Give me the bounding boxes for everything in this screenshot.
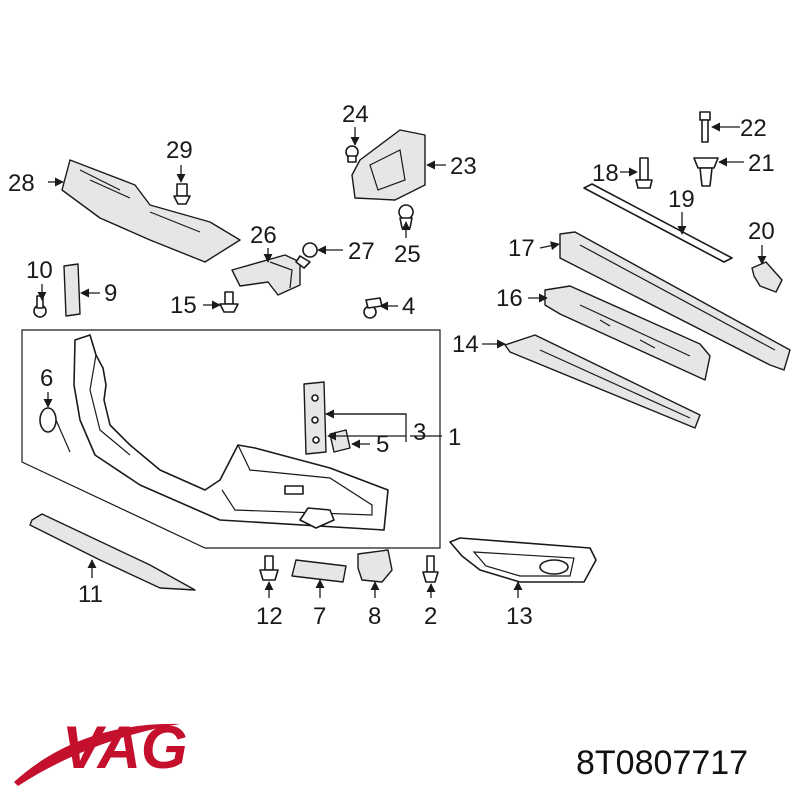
part-10-screw (33, 295, 47, 318)
callout-21: 21 (748, 150, 775, 177)
part-24-bolt (345, 145, 359, 163)
callout-4: 4 (402, 293, 415, 320)
part-1-frame (21, 329, 441, 549)
part-14-spoiler (504, 334, 701, 429)
vag-logo: VAG (14, 714, 188, 786)
callout-28: 28 (8, 170, 35, 197)
part-3-bracket (303, 381, 327, 455)
part-2-screw (422, 555, 439, 583)
part-17-beam (559, 231, 791, 371)
part-21-clip (693, 157, 719, 187)
callout-20: 20 (748, 218, 775, 245)
brand-name: VAG (62, 714, 188, 781)
logo-swoosh (14, 723, 180, 786)
callout-19: 19 (668, 186, 695, 213)
part-number: 8T0807717 (576, 744, 748, 782)
callout-24: 24 (342, 101, 369, 128)
callout-5: 5 (376, 431, 389, 458)
callout-3: 3 (413, 419, 426, 446)
callout-9: 9 (104, 280, 117, 307)
callout-12: 12 (256, 603, 283, 630)
callout-22: 22 (740, 115, 767, 142)
part-18-bolt (635, 157, 653, 189)
part-8-bracket (357, 549, 393, 583)
callout-16: 16 (496, 285, 523, 312)
callout-18: 18 (592, 160, 619, 187)
part-12-bolt (259, 555, 279, 581)
callout-8: 8 (368, 603, 381, 630)
callout-14: 14 (452, 331, 479, 358)
callout-13: 13 (506, 603, 533, 630)
part-26-bracket (231, 254, 301, 296)
callout-29: 29 (166, 137, 193, 164)
callout-17: 17 (508, 235, 535, 262)
part-15-bolt (219, 291, 239, 313)
part-20-bracket (751, 261, 783, 293)
part-5-clip (329, 429, 351, 453)
callout-26: 26 (250, 222, 277, 249)
callout-23: 23 (450, 153, 477, 180)
part-23-bracket (351, 129, 426, 201)
part-4-bolt (363, 297, 383, 319)
part-27-bolt (295, 242, 318, 269)
leader-lines (37, 122, 767, 598)
part-6-cover (39, 407, 71, 453)
callout-labels: 1 2 3 4 5 6 7 8 9 10 11 12 13 14 15 16 1… (8, 101, 775, 630)
part-28-guide (61, 159, 241, 263)
part-9-bracket (63, 263, 81, 317)
part-1-bumper-cover (73, 334, 389, 531)
callout-11: 11 (78, 581, 103, 608)
callout-1: 1 (448, 424, 461, 451)
callout-27: 27 (348, 238, 375, 265)
part-11-trim (29, 513, 196, 591)
callout-15: 15 (170, 292, 197, 319)
part-22-screw (699, 111, 711, 143)
part-13-grille (449, 537, 597, 583)
callout-10: 10 (26, 257, 53, 284)
part-16-absorber (544, 285, 711, 381)
callout-6: 6 (40, 365, 53, 392)
part-19-strip (583, 183, 733, 263)
callout-25: 25 (394, 241, 421, 268)
callout-2: 2 (424, 603, 437, 630)
part-7-cover (291, 559, 347, 583)
callout-7: 7 (313, 603, 326, 630)
part-29-clip (173, 183, 191, 205)
